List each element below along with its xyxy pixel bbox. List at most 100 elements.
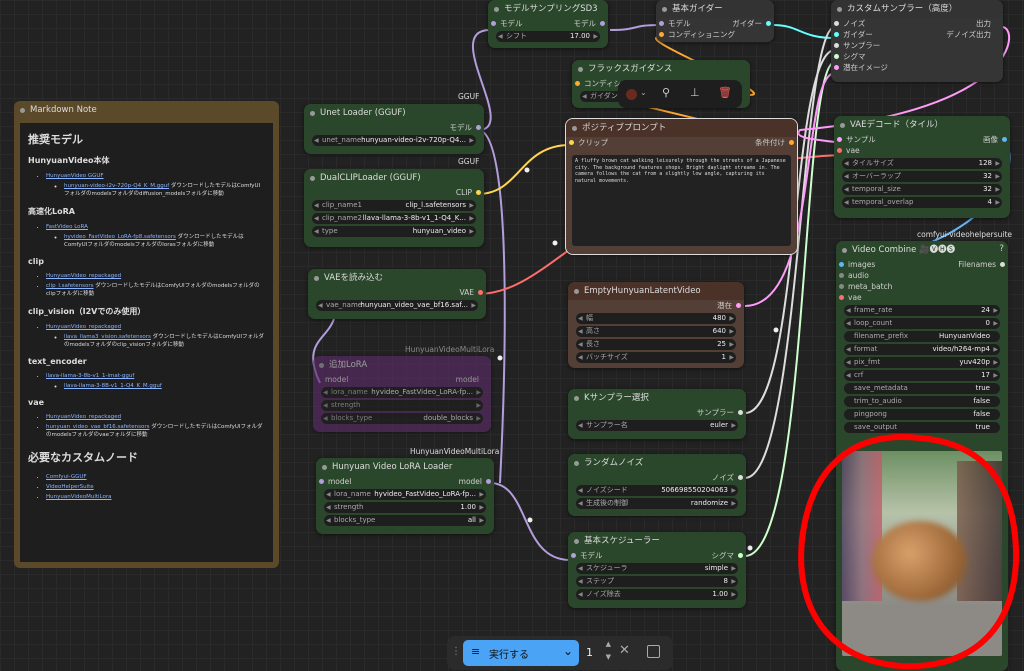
- prompt-textarea[interactable]: A fluffy brown cat walking leisurely thr…: [572, 155, 791, 246]
- vae-name-widget[interactable]: vae_namehunyuan_video_vae_bf16.saf...: [316, 300, 478, 311]
- trash-icon[interactable]: 🗑: [718, 86, 732, 99]
- input-guider-socket[interactable]: [834, 32, 839, 37]
- input-vae-socket[interactable]: [839, 295, 844, 300]
- output-sampler-socket[interactable]: [738, 410, 743, 415]
- output-model-socket[interactable]: [476, 125, 481, 130]
- help-icon[interactable]: ?: [999, 244, 1004, 254]
- input-audio-socket[interactable]: [839, 273, 844, 278]
- output-conditioning-socket[interactable]: [789, 140, 794, 145]
- input-model-socket[interactable]: [319, 479, 324, 484]
- output-filenames-socket[interactable]: [1000, 262, 1005, 267]
- input-model-socket[interactable]: [571, 553, 576, 558]
- link-clip-repack[interactable]: HunyuanVideo_repackaged: [46, 273, 122, 279]
- run-button[interactable]: ≡ 実行する ⌄: [463, 640, 579, 666]
- output-latent-socket[interactable]: [736, 303, 741, 308]
- output-clip-socket[interactable]: [476, 190, 481, 195]
- input-meta-batch-socket[interactable]: [839, 284, 844, 289]
- dualclip-loader-node[interactable]: DualCLIPLoader (GGUF) CLIP clip_name1cli…: [304, 169, 484, 247]
- magic-wand-icon[interactable]: ⚲: [662, 86, 671, 99]
- link-comfyui-gguf[interactable]: Comfyui-GGUF: [46, 474, 87, 480]
- output-vae-socket[interactable]: [478, 290, 483, 295]
- lora-name-widget[interactable]: lora_namehyvideo_FastVideo_LoRA-fp...: [321, 387, 483, 398]
- output-guider-socket[interactable]: [766, 21, 771, 26]
- decrement-icon[interactable]: ▼: [605, 653, 611, 661]
- input-conditioning-socket[interactable]: [659, 32, 664, 37]
- link-multilora[interactable]: HunyuanVideoMultiLora: [46, 494, 112, 500]
- link-vae-file[interactable]: hunyuan_video_vae_bf16.safetensors: [46, 424, 150, 430]
- link-vae-repack[interactable]: HunyuanVideo_repackaged: [46, 414, 122, 420]
- input-sampler-socket[interactable]: [834, 43, 839, 48]
- unet-name-widget[interactable]: unet_namehunyuan-video-i2v-720p-Q4...: [312, 135, 476, 146]
- batch-count-stepper[interactable]: 1 ▲ ▼: [583, 640, 611, 666]
- strength-widget[interactable]: strength: [321, 400, 483, 411]
- input-vae-socket[interactable]: [837, 148, 842, 153]
- increment-icon[interactable]: ▲: [605, 640, 611, 648]
- chevron-down-icon[interactable]: ⌄: [562, 644, 573, 658]
- custom-sampler-advanced-node[interactable]: カスタムサンプラー（高度） ノイズ出力 ガイダーデノイズ出力 サンプラー シグマ…: [831, 0, 1003, 82]
- input-noise-socket[interactable]: [834, 21, 839, 26]
- input-model-socket[interactable]: [491, 21, 496, 26]
- link-hunyuan-gguf[interactable]: HunyuanVideo GGUF: [46, 173, 104, 179]
- link-llava[interactable]: llava-llama-3-8b-v1_1-imat-gguf: [46, 373, 135, 379]
- drag-handle-icon[interactable]: ⋮⋮: [451, 646, 471, 657]
- cancel-icon[interactable]: ✕: [619, 643, 630, 658]
- input-model-socket[interactable]: [659, 21, 664, 26]
- chevron-down-icon[interactable]: ⌄: [640, 88, 647, 97]
- stop-icon[interactable]: [647, 645, 660, 658]
- output-model-socket[interactable]: [486, 479, 491, 484]
- input-sigmas-socket[interactable]: [834, 54, 839, 59]
- link-hunyuan-file[interactable]: hunyuan-video-i2v-720p-Q4_K_M.gguf: [64, 183, 170, 189]
- input-conditioning-socket[interactable]: [575, 81, 580, 86]
- clip-name2-widget[interactable]: clip_name2llava-llama-3-8b-v1_1-Q4_K...: [312, 213, 476, 224]
- input-clip-socket[interactable]: [569, 140, 574, 145]
- link-lora-file[interactable]: hyvideo_FastVideo_LoRA-fp8.safetensors: [64, 234, 176, 240]
- link-clipvision-file[interactable]: llava_llama3_vision.safetensors: [64, 334, 151, 340]
- basic-guider-node[interactable]: 基本ガイダー モデルガイダー コンディショニング: [656, 0, 774, 42]
- link-llava-file[interactable]: llava-llama-3-8B-v1_1-Q4_K_M.gguf: [64, 383, 162, 389]
- input-samples-socket[interactable]: [837, 137, 842, 142]
- link-clip-file[interactable]: clip_l.safetensors: [46, 283, 94, 289]
- lora-name-widget[interactable]: lora_namehyvideo_FastVideo_LoRA-fp...: [324, 489, 486, 500]
- vae-loader-node[interactable]: VAEを読み込む VAE vae_namehunyuan_video_vae_b…: [308, 269, 486, 319]
- link-fastvideo-lora[interactable]: FastVideo LoRA: [46, 224, 88, 230]
- output-image-socket[interactable]: [1002, 137, 1007, 142]
- link-vhs[interactable]: VideoHelperSuite: [46, 484, 94, 490]
- markdown-note-node[interactable]: Markdown Note 推奨モデル HunyuanVideo本体 Hunyu…: [14, 101, 279, 568]
- pin-icon[interactable]: ⊥: [690, 86, 700, 99]
- input-images-socket[interactable]: [839, 262, 844, 267]
